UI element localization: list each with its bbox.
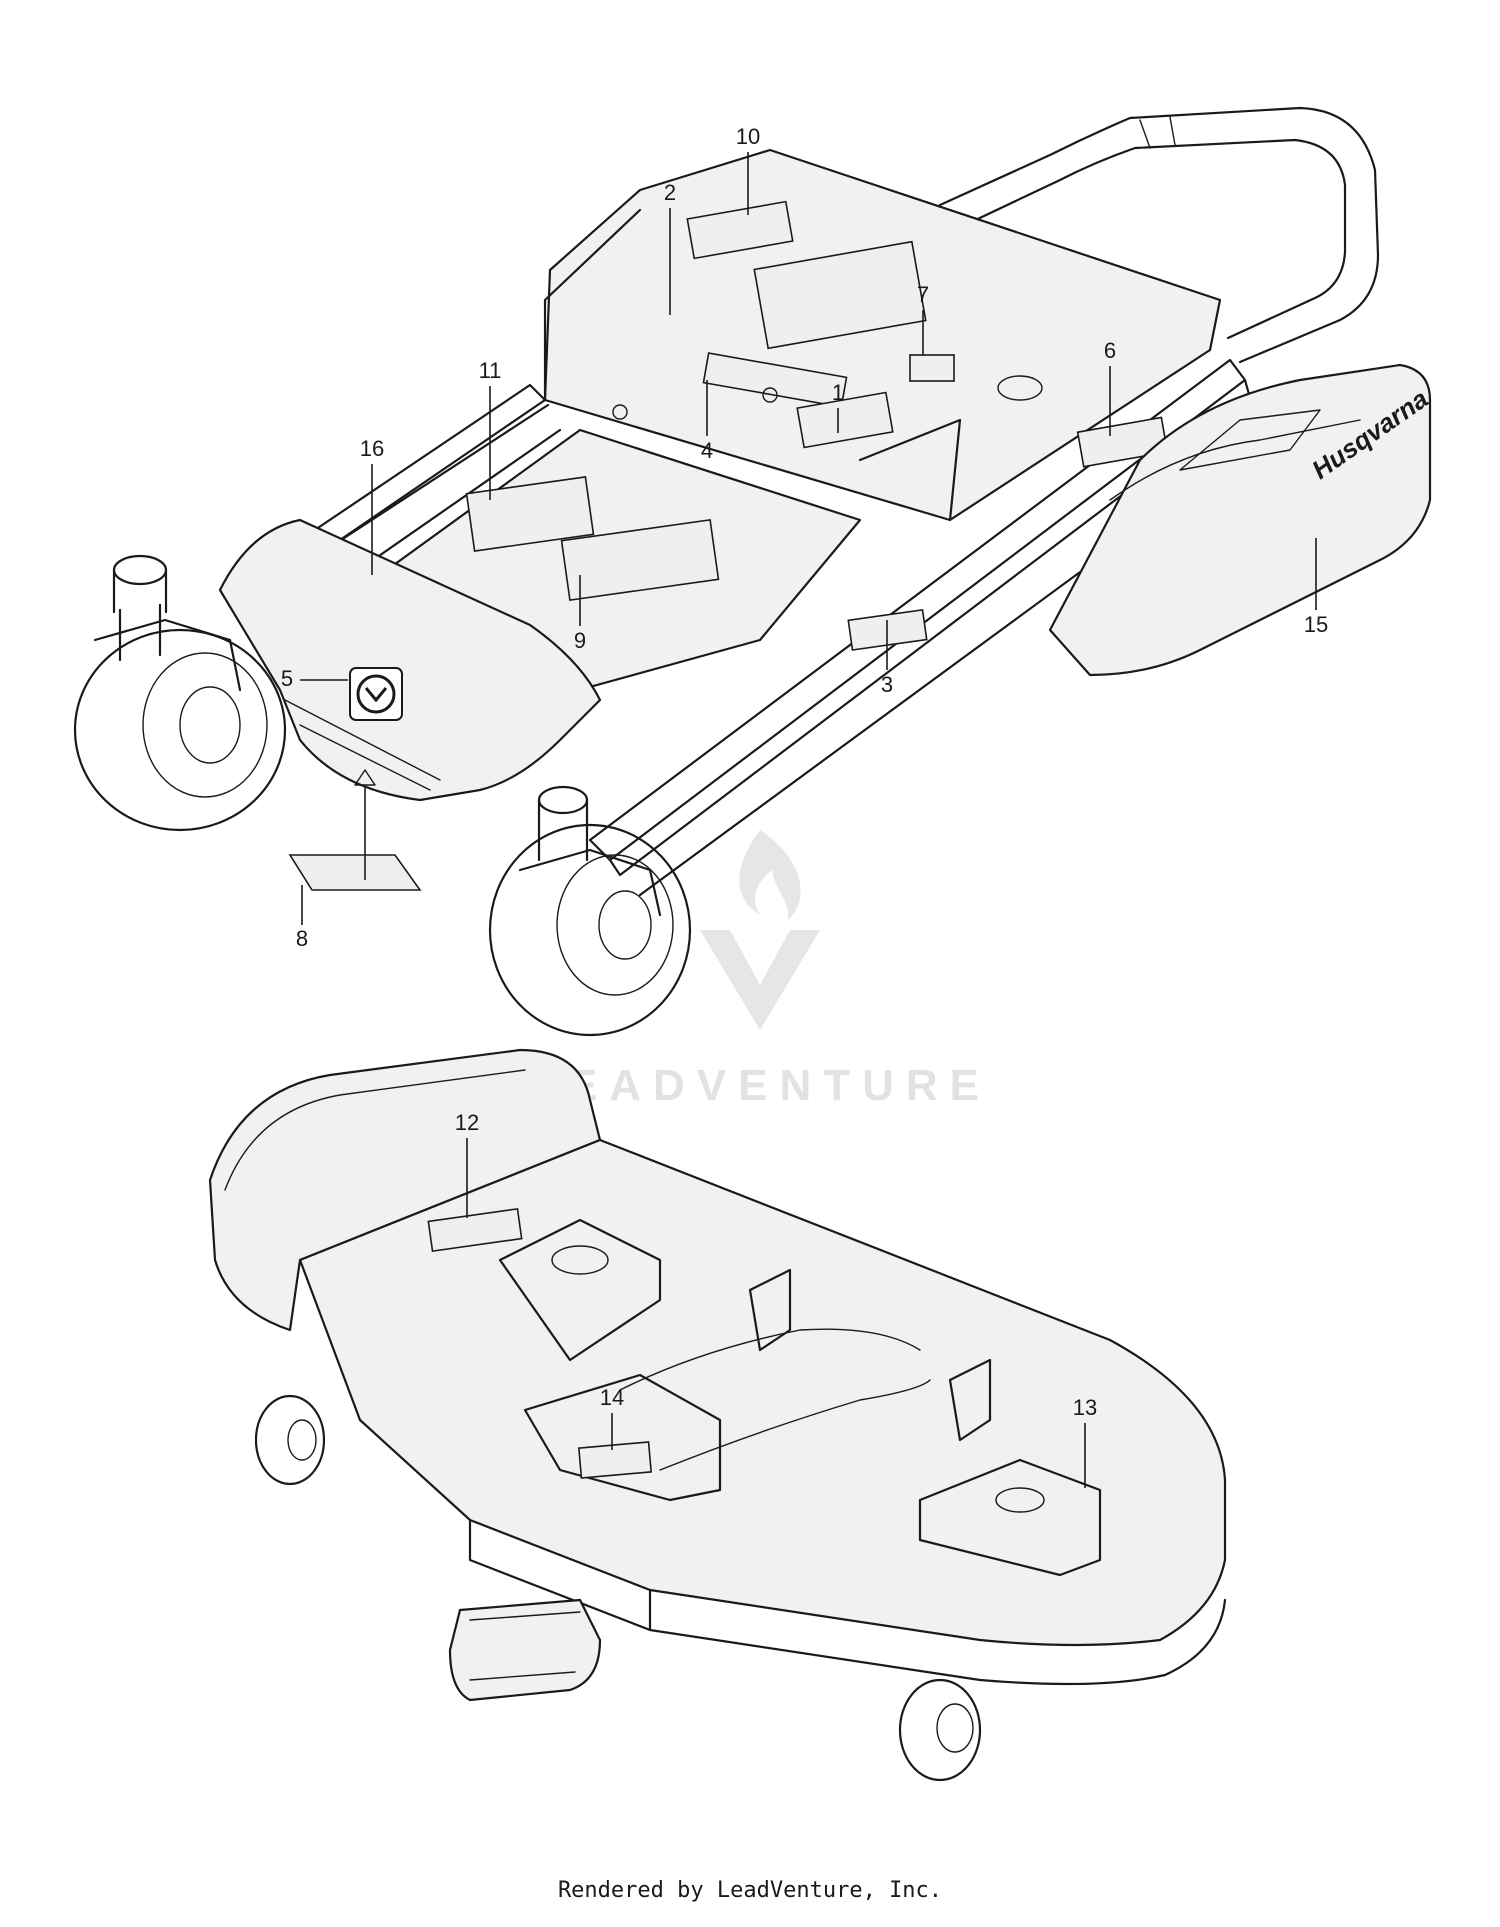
callout-4: 4 — [701, 438, 713, 463]
callout-1: 1 — [832, 380, 844, 405]
callout-13: 13 — [1073, 1395, 1097, 1420]
front-right-wheel — [488, 785, 692, 1037]
callout-3: 3 — [881, 672, 893, 697]
husqvarna-logo-icon — [349, 667, 403, 721]
callout-14: 14 — [600, 1385, 624, 1410]
front-left-wheel — [73, 554, 287, 832]
decal-9 — [560, 518, 720, 602]
decal-1 — [796, 391, 894, 449]
mower-deck — [208, 1048, 1227, 1782]
callout-9: 9 — [574, 628, 586, 653]
callout-2: 2 — [664, 180, 676, 205]
callout-8: 8 — [296, 926, 308, 951]
watermark-text: LEADVENTURE — [529, 1061, 991, 1110]
deck-gauge-wheel-left — [254, 1394, 326, 1486]
rear-cover: Husqvarna — [1048, 363, 1434, 677]
callout-10: 10 — [736, 124, 760, 149]
decal-8-loose — [288, 769, 422, 891]
callout-16: 16 — [360, 436, 384, 461]
leadventure-watermark: LEADVENTURE — [529, 830, 991, 1110]
callout-6: 6 — [1104, 338, 1116, 363]
decal-10 — [686, 200, 794, 260]
mower-chassis: Husqvarna — [73, 106, 1434, 1037]
decal-14 — [577, 1441, 653, 1479]
decal-12 — [427, 1207, 523, 1253]
callout-5: 5 — [281, 666, 293, 691]
decal-4 — [702, 352, 848, 408]
seat-mount-area — [753, 240, 927, 350]
footer-credit: Rendered by LeadVenture, Inc. — [557, 1878, 943, 1903]
callouts: 1 2 3 4 5 6 7 8 9 10 11 12 13 14 15 16 — [281, 124, 1328, 1488]
callout-11: 11 — [479, 358, 502, 383]
callout-7: 7 — [917, 282, 929, 307]
decal-11 — [465, 476, 595, 552]
callout-15: 15 — [1304, 612, 1328, 637]
deck-gauge-wheel-right — [898, 1678, 982, 1782]
decal-7 — [909, 354, 955, 382]
callout-12: 12 — [455, 1110, 479, 1135]
